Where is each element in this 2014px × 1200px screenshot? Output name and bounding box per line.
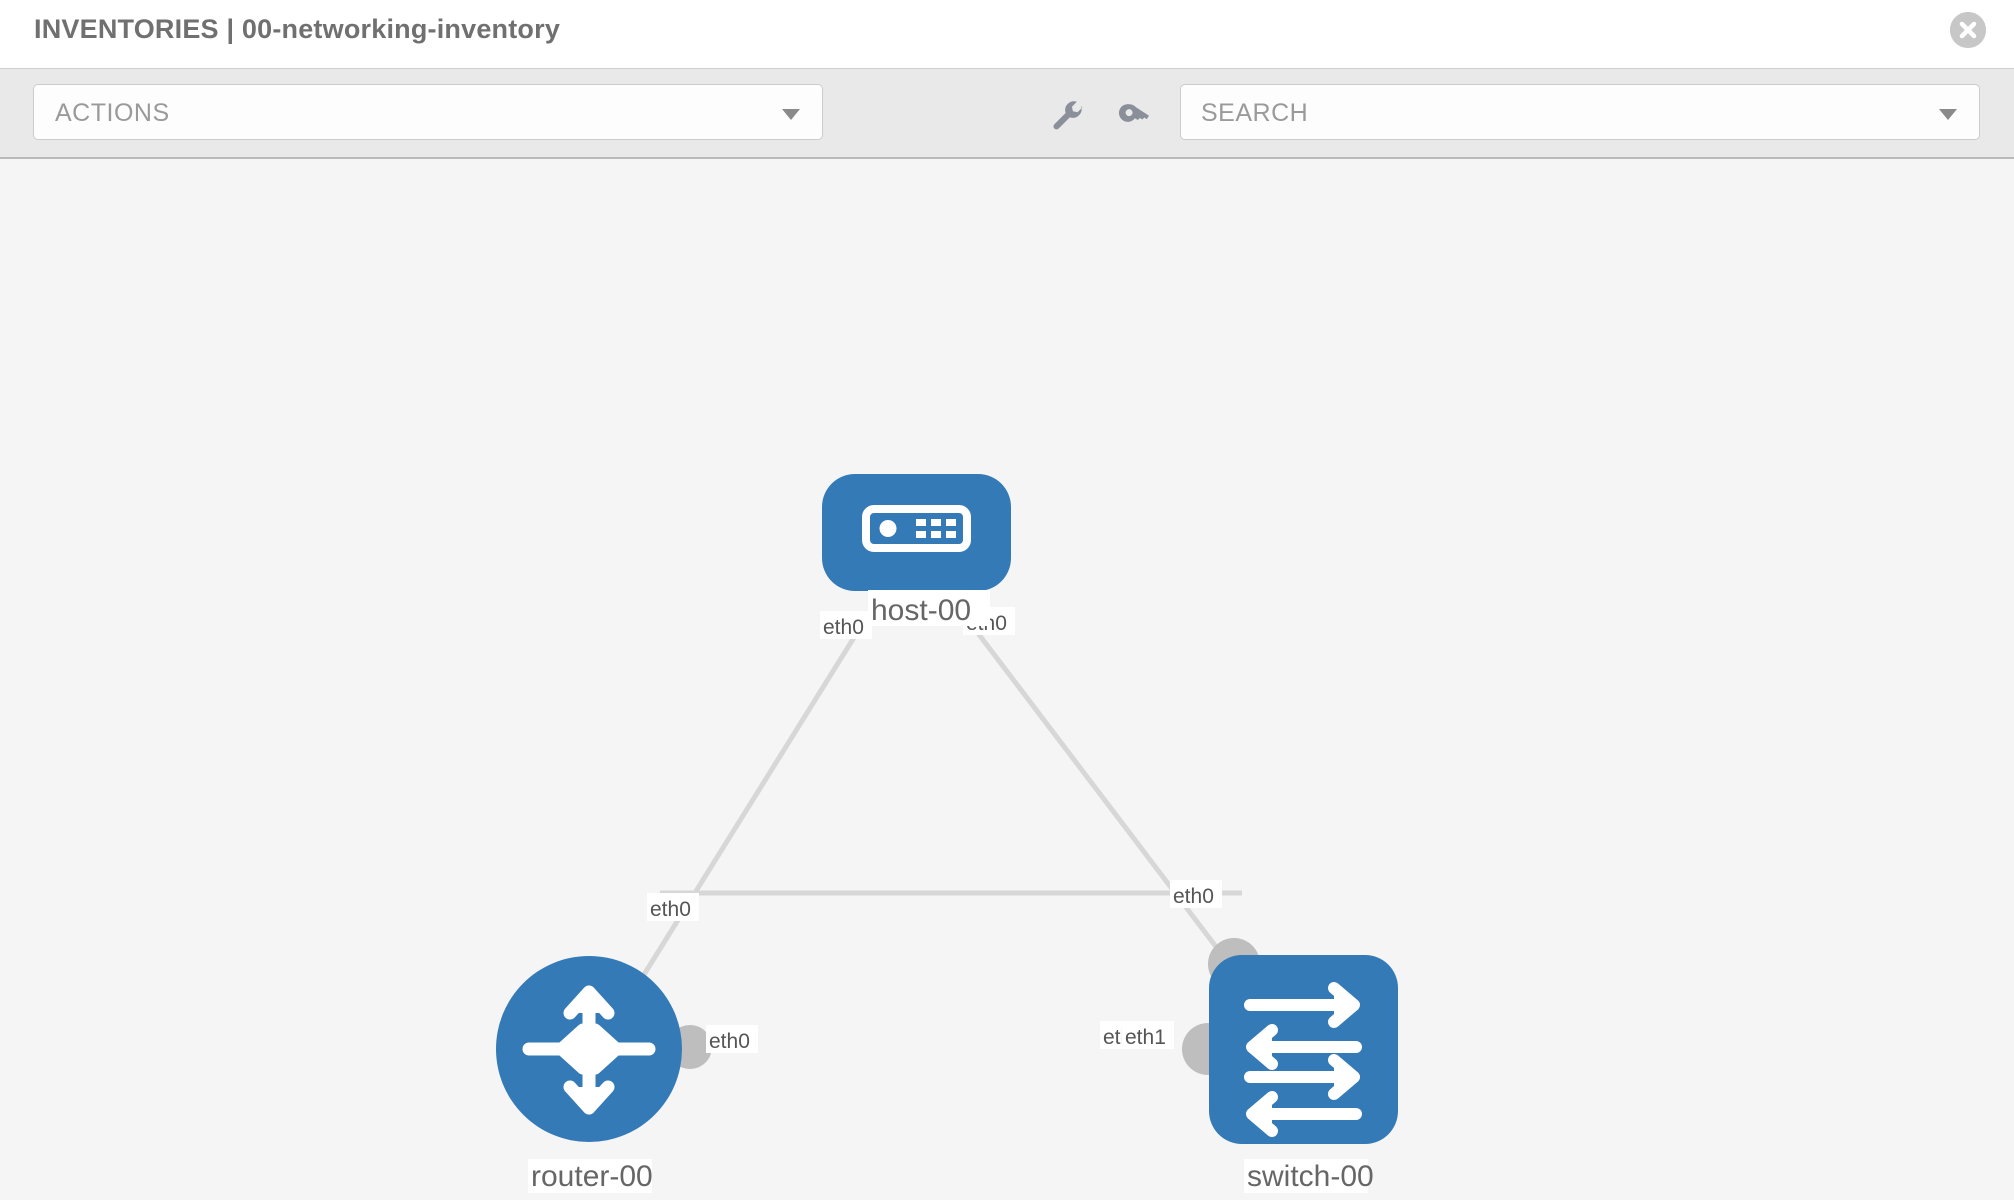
iface-label-text: eth0 [709,1030,750,1053]
actions-dropdown[interactable]: ACTIONS [33,84,823,140]
switch-icon [1244,982,1362,1137]
edge-host00-switch00[interactable] [950,597,1244,983]
iface-label-router00-uplink: eth0 [647,893,699,921]
node-switch-00[interactable] [1209,955,1398,1144]
node-router-00[interactable] [496,956,682,1142]
router-icon [522,985,656,1115]
search-input[interactable]: SEARCH [1180,84,1980,140]
edges-layer [637,597,1244,983]
node-label-text: host-00 [871,594,971,627]
wrench-icon[interactable] [1049,98,1087,136]
iface-label-text: eth0 [650,898,691,921]
close-icon[interactable] [1950,12,1986,48]
edge-host00-router00[interactable] [637,597,881,983]
node-label-router-00: router-00 [528,1159,653,1193]
iface-label-text: eth0 [823,616,864,639]
topology-canvas[interactable]: eth0 eth0 eth0 eth0 eth0 [0,159,2014,1200]
server-icon [862,505,971,552]
toolbar: ACTIONS SEARCH [0,68,2014,159]
search-placeholder-label: SEARCH [1201,99,1309,127]
node-label-text: router-00 [531,1160,653,1193]
iface-label-text: eth0 [1173,885,1214,908]
topology-graph: eth0 eth0 eth0 eth0 eth0 [496,474,1398,1193]
iface-label-switch00-eth1: eth1 [1122,1021,1174,1049]
iface-label-router00-eth0: eth0 [706,1025,758,1053]
iface-label-host00-left: eth0 [820,611,872,639]
connectors-layer [668,563,1260,1075]
actions-dropdown-label: ACTIONS [55,99,170,127]
chevron-down-icon[interactable] [1939,109,1957,120]
node-labels-layer: host-00 router-00 switch-00 [528,590,1374,1193]
node-label-text: switch-00 [1247,1160,1374,1193]
node-host-00[interactable] [822,474,1011,591]
node-label-host-00: host-00 [868,590,990,627]
interface-labels-layer: eth0 eth0 eth0 eth0 eth0 [647,607,1222,1053]
key-icon[interactable] [1117,98,1155,136]
iface-label-switch00-uplink: eth0 [1170,880,1222,908]
chevron-down-icon [782,109,800,120]
title-bar: INVENTORIES | 00-networking-inventory [0,0,2014,68]
breadcrumb: INVENTORIES | 00-networking-inventory [34,14,561,44]
node-label-switch-00: switch-00 [1244,1159,1374,1193]
iface-label-text: eth1 [1125,1026,1166,1049]
